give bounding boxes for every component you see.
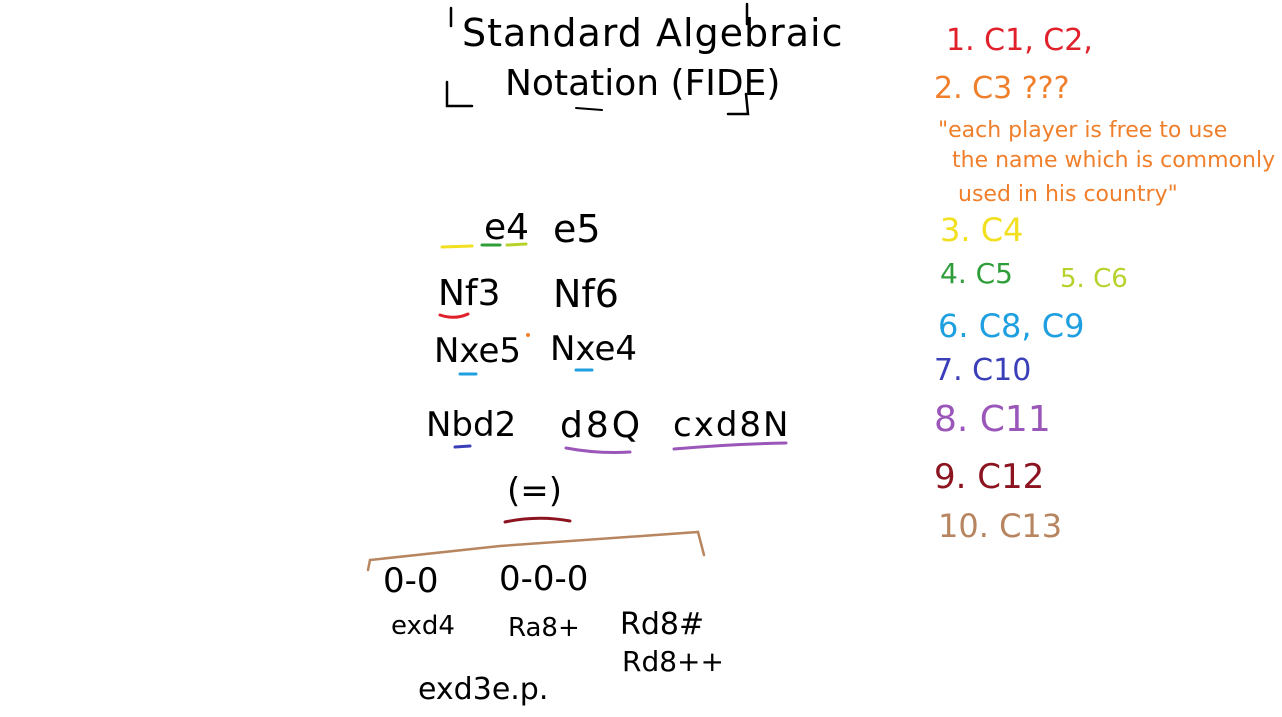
example-rd8-mate: Rd8# (620, 607, 705, 642)
title-bracket-bottom-right (726, 92, 750, 116)
legend-item-10: 10. C13 (938, 507, 1063, 545)
draw-offer: (=) (507, 471, 563, 511)
underline-maroon (503, 516, 572, 524)
legend-item-9: 9. C12 (934, 457, 1045, 497)
underline-purple-2 (672, 441, 788, 451)
title-line-1: Standard Algebraic (462, 11, 844, 55)
legend-quote-line-1: "each player is free to use (938, 118, 1228, 143)
move-e4: e4 (484, 207, 530, 248)
underline-yellow (440, 244, 474, 249)
brown-bracket (366, 530, 706, 572)
legend-quote-line-2: the name which is commonly (952, 148, 1276, 173)
underline-red (438, 312, 470, 319)
title-underline (575, 107, 603, 111)
example-en-passant: exd3e.p. (418, 672, 549, 707)
move-d8q: d8Q (560, 405, 644, 446)
move-nxe4: Nxe4 (550, 329, 638, 369)
move-nf3: Nf3 (438, 273, 501, 314)
title-line-2: Notation (FIDE) (505, 63, 781, 104)
castle-short: 0-0 (383, 561, 439, 601)
title-bracket-bottom-left (445, 80, 474, 108)
legend-quote-line-3: used in his country" (958, 182, 1178, 207)
castle-long: 0-0-0 (499, 559, 589, 599)
example-rd8-double-check: Rd8++ (622, 645, 724, 678)
legend-item-3: 3. C4 (940, 211, 1024, 249)
underline-green-2 (505, 242, 528, 247)
move-nbd2: Nbd2 (426, 405, 517, 445)
move-nxe5: Nxe5 (434, 331, 522, 371)
legend-item-2: 2. C3 ??? (934, 71, 1070, 106)
orange-dot (526, 333, 530, 337)
example-exd4: exd4 (391, 611, 455, 641)
move-e5: e5 (553, 207, 601, 251)
move-cxd8n: cxd8N (673, 405, 791, 445)
legend-item-5: 5. C6 (1060, 264, 1128, 294)
move-nf6: Nf6 (553, 272, 619, 316)
underline-purple-1 (564, 446, 632, 454)
underline-indigo (453, 444, 472, 449)
legend-item-6: 6. C8, C9 (938, 307, 1085, 345)
example-ra8-check: Ra8+ (508, 613, 580, 643)
legend-item-1: 1. C1, C2, (946, 23, 1093, 58)
legend-item-8: 8. C11 (934, 399, 1051, 440)
legend-item-7: 7. C10 (934, 353, 1032, 388)
legend-item-4: 4. C5 (940, 257, 1013, 290)
